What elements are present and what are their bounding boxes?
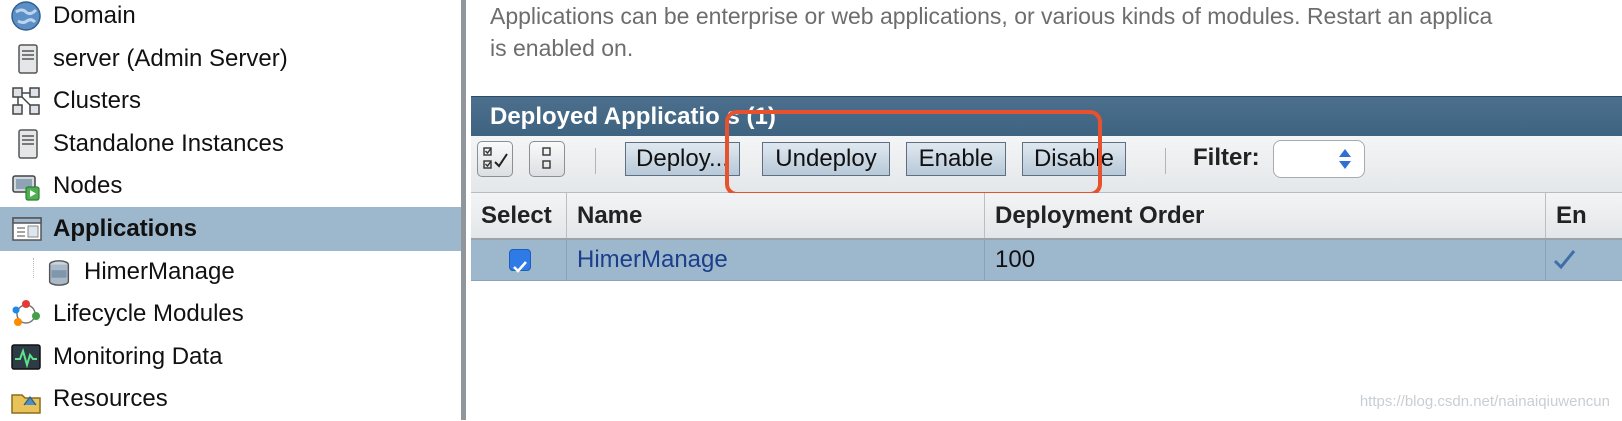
tree-item-label: Clusters <box>53 87 142 114</box>
column-header-select[interactable]: Select <box>471 193 567 238</box>
tree-item-label: Resources <box>53 385 168 412</box>
table-title: Deployed Applicatio s (1) <box>490 103 776 130</box>
monitoring-icon <box>11 344 41 370</box>
tree-item-label: HimerManage <box>84 258 235 285</box>
enabled-cell <box>1546 240 1622 280</box>
checkmark-icon <box>513 261 527 273</box>
server-icon <box>18 44 38 74</box>
column-header-deployment-order[interactable]: Deployment Order <box>985 193 1546 238</box>
watermark: https://blog.csdn.net/nainaiqiuwencun <box>1359 393 1610 410</box>
applications-icon <box>12 217 42 241</box>
tree-item-resources[interactable]: Resources <box>0 377 461 421</box>
enable-button[interactable]: Enable <box>906 142 1006 176</box>
tree-item-domain[interactable]: Domain <box>0 0 461 38</box>
application-name-link[interactable]: HimerManage <box>567 240 985 280</box>
filter-select[interactable] <box>1273 140 1365 178</box>
disable-button[interactable]: Disable <box>1022 142 1126 176</box>
deployment-order-cell: 100 <box>985 240 1546 280</box>
node-icon <box>12 175 40 201</box>
tree-item-label: Lifecycle Modules <box>53 300 244 327</box>
description-line: is enabled on. <box>490 35 634 61</box>
server-icon <box>18 129 38 159</box>
tree-guide <box>33 258 34 278</box>
column-header-name[interactable]: Name <box>567 193 985 238</box>
filter-label: Filter: <box>1193 144 1260 171</box>
table-row[interactable]: HimerManage 100 <box>471 240 1622 281</box>
table-header-row: Select Name Deployment Order En <box>471 193 1622 240</box>
tree-item-himermanage[interactable]: HimerManage <box>0 250 461 294</box>
navigation-tree: Domain server (Admin Server) Clusters <box>0 0 466 420</box>
row-select-checkbox[interactable] <box>509 249 531 273</box>
select-cell <box>471 240 567 280</box>
tree-item-label: Domain <box>53 2 136 29</box>
tree-item-label: server (Admin Server) <box>53 45 288 72</box>
table-toolbar: Deploy... Undeploy Enable Disable Filter… <box>471 136 1622 193</box>
page-description: Applications can be enterprise or web ap… <box>490 0 1622 64</box>
tree-item-lifecycle-modules[interactable]: Lifecycle Modules <box>0 292 461 336</box>
select-arrows-icon <box>1339 149 1351 169</box>
tree-item-applications[interactable]: Applications <box>0 207 461 251</box>
lifecycle-icon <box>12 300 40 326</box>
cluster-icon <box>12 87 40 115</box>
globe-icon <box>11 1 41 31</box>
toolbar-separator <box>1165 148 1166 174</box>
tree-item-nodes[interactable]: Nodes <box>0 164 461 208</box>
description-line: Applications can be enterprise or web ap… <box>490 3 1493 29</box>
tree-item-monitoring-data[interactable]: Monitoring Data <box>0 335 461 379</box>
tree-item-clusters[interactable]: Clusters <box>0 79 461 123</box>
enabled-check-icon <box>1553 250 1576 270</box>
select-all-button[interactable] <box>477 141 513 177</box>
toolbar-separator <box>595 148 596 174</box>
main-panel: Applications can be enterprise or web ap… <box>471 0 1622 420</box>
table-title-bar: Deployed Applicatio s (1) <box>471 96 1622 137</box>
tree-item-standalone-instances[interactable]: Standalone Instances <box>0 122 461 166</box>
undeploy-button[interactable]: Undeploy <box>762 142 890 176</box>
application-jar-icon <box>48 260 70 286</box>
deselect-all-button[interactable] <box>529 141 565 177</box>
tree-item-label: Standalone Instances <box>53 130 284 157</box>
select-all-icon <box>483 147 508 169</box>
tree-item-label: Nodes <box>53 172 123 199</box>
deploy-button[interactable]: Deploy... <box>625 142 740 176</box>
folder-icon <box>11 394 41 414</box>
tree-item-server[interactable]: server (Admin Server) <box>0 37 461 81</box>
tree-item-label: Applications <box>53 215 198 242</box>
tree-item-label: Monitoring Data <box>53 343 223 370</box>
deselect-all-icon <box>542 147 551 169</box>
column-header-enabled[interactable]: En <box>1556 202 1587 229</box>
